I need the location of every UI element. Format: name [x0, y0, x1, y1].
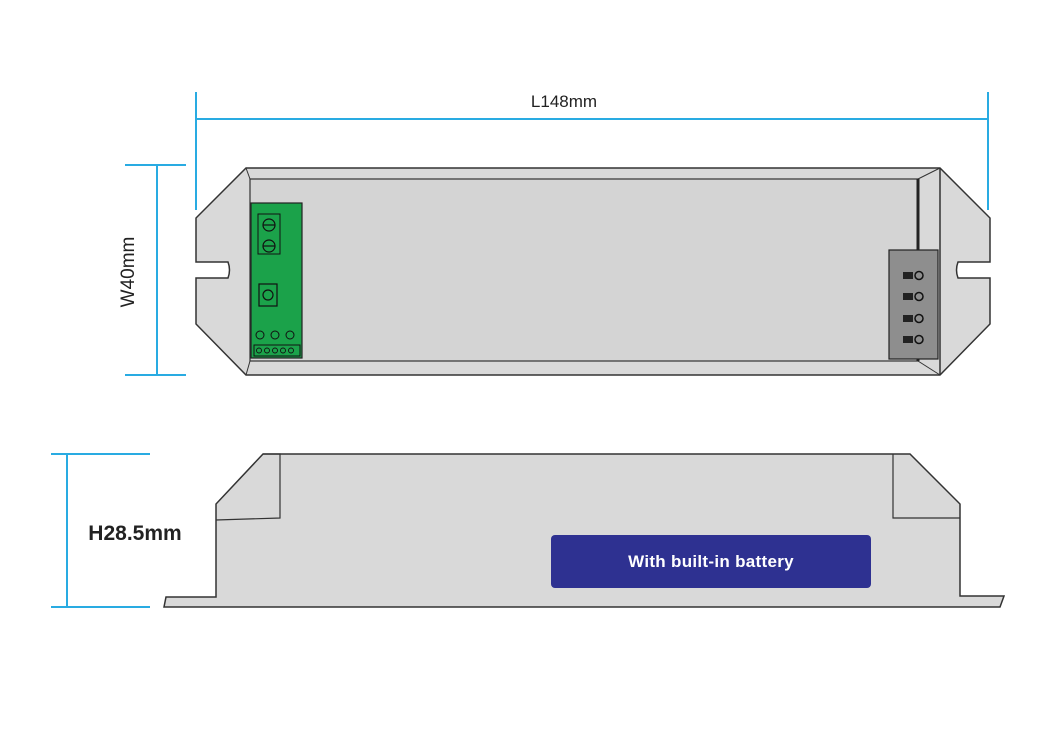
housing-bevel-br — [917, 360, 941, 376]
width-label: W40mm — [118, 237, 139, 308]
side-housing-right-tab — [892, 454, 960, 519]
length-dimension — [195, 92, 989, 210]
length-label: L148mm — [531, 92, 597, 111]
battery-badge: With built-in battery — [551, 535, 871, 588]
height-dimension — [51, 453, 150, 608]
pcb-connector-icon — [253, 344, 301, 357]
pcb-led-icon — [285, 330, 295, 340]
pcb-led-icon — [255, 330, 265, 340]
terminal-screw-icon — [903, 313, 924, 324]
terminal-block-body — [888, 249, 939, 360]
pcb-potentiometer-block — [257, 213, 281, 255]
housing-bevel-tl — [245, 167, 251, 180]
height-label: H28.5mm — [88, 522, 181, 545]
housing-bevel-bl — [245, 360, 251, 376]
housing-bevel-tr — [917, 167, 941, 180]
terminal-screw-icon — [903, 270, 924, 281]
pcb-body — [250, 202, 303, 359]
terminal-block — [888, 249, 939, 360]
pcb-switch-icon — [258, 283, 278, 307]
pcb-led-icon — [270, 330, 280, 340]
terminal-screw-icon — [903, 334, 924, 345]
side-housing-left-tab — [215, 453, 281, 521]
pcb-board — [250, 202, 303, 359]
width-dimension — [125, 164, 186, 376]
top-view-housing — [195, 167, 991, 376]
terminal-screw-icon — [903, 291, 924, 302]
housing-inner-panel — [249, 178, 919, 362]
